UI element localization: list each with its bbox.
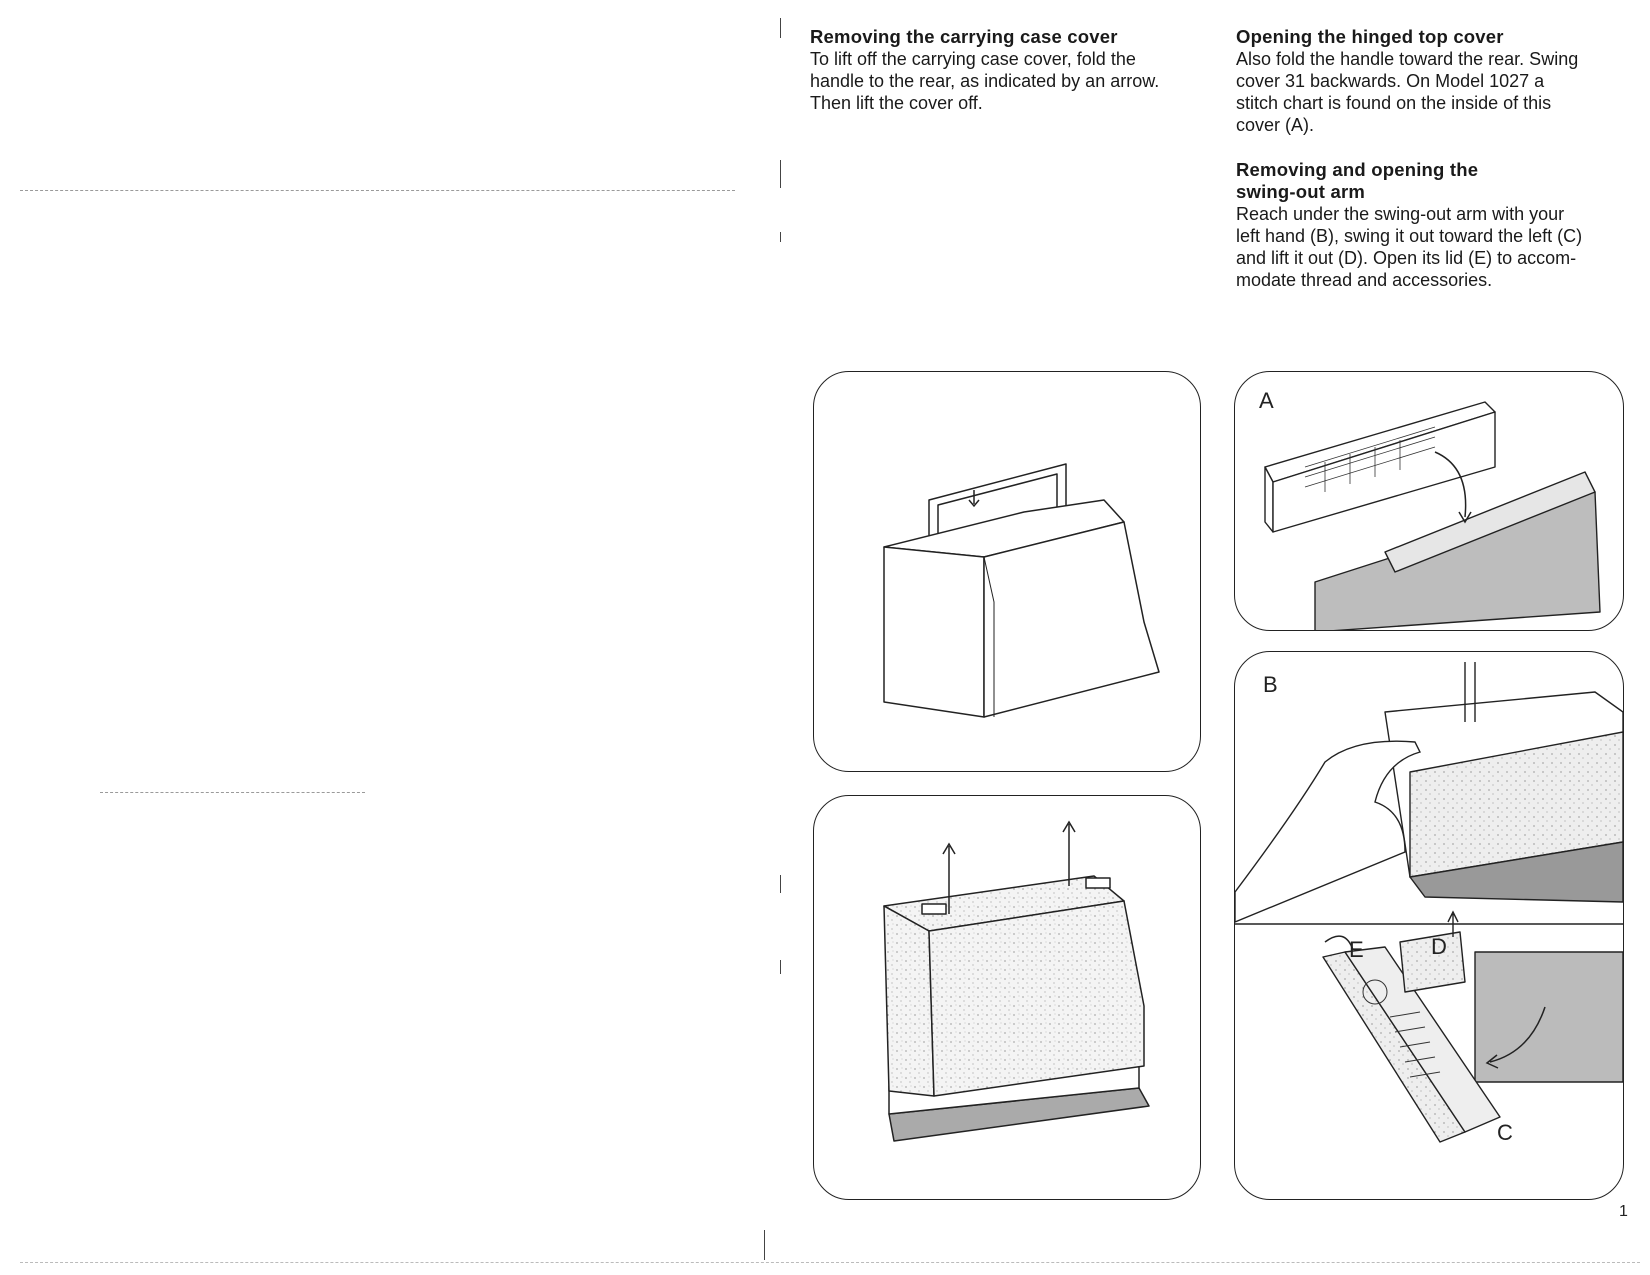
carrying-case-illustration bbox=[883, 463, 1160, 718]
fold-mark bbox=[780, 875, 781, 893]
figure-label-b: B bbox=[1263, 672, 1278, 697]
section-hinged-top-cover: Opening the hinged top cover Also fold t… bbox=[1236, 26, 1616, 136]
page-number: 1 bbox=[1619, 1203, 1628, 1220]
figure-label-d: D bbox=[1431, 934, 1447, 959]
section-swing-out-arm: Removing and opening the swing-out arm R… bbox=[1236, 159, 1626, 291]
body-line: stitch chart is found on the inside of t… bbox=[1236, 93, 1552, 113]
body-line: left hand (B), swing it out toward the l… bbox=[1236, 226, 1583, 246]
body-line: To lift off the carrying case cover, fol… bbox=[810, 49, 1136, 69]
scan-line bbox=[20, 1262, 1640, 1263]
section-heading: Opening the hinged top cover bbox=[1236, 26, 1504, 47]
fold-mark bbox=[780, 232, 781, 242]
body-line: Reach under the swing-out arm with your bbox=[1236, 204, 1565, 224]
figure-a-top-cover: A bbox=[1234, 371, 1624, 631]
scan-line bbox=[100, 792, 365, 793]
figure-label-a: A bbox=[1259, 388, 1274, 413]
stitch-chart-illustration bbox=[1264, 401, 1601, 630]
scan-line bbox=[20, 190, 735, 191]
fold-mark bbox=[780, 960, 781, 974]
body-line: cover 31 backwards. On Model 1027 a bbox=[1236, 71, 1545, 91]
figure-label-e: E bbox=[1349, 937, 1364, 962]
figure-lifting-cover bbox=[813, 795, 1201, 1200]
figure-label-c: C bbox=[1497, 1120, 1513, 1145]
body-line: modate thread and accessories. bbox=[1236, 270, 1493, 290]
section-removing-case-cover: Removing the carrying case cover To lift… bbox=[810, 26, 1210, 114]
body-line: handle to the rear, as indicated by an a… bbox=[810, 71, 1160, 91]
fold-mark bbox=[764, 1230, 765, 1260]
fold-mark bbox=[780, 18, 781, 38]
section-heading: Removing the carrying case cover bbox=[810, 26, 1118, 47]
section-heading: Removing and opening the bbox=[1236, 159, 1479, 180]
body-line: Then lift the cover off. bbox=[810, 93, 983, 113]
body-line: cover (A). bbox=[1236, 115, 1315, 135]
section-heading: swing-out arm bbox=[1236, 181, 1366, 202]
figure-b-swing-out-arm: B bbox=[1234, 651, 1624, 1200]
figure-carrying-case bbox=[813, 371, 1201, 772]
swing-out-arm-illustration bbox=[1235, 662, 1623, 1143]
fold-mark bbox=[780, 160, 781, 188]
lifting-cover-illustration bbox=[883, 820, 1150, 1142]
body-line: and lift it out (D). Open its lid (E) to… bbox=[1236, 248, 1577, 268]
body-line: Also fold the handle toward the rear. Sw… bbox=[1236, 49, 1579, 69]
